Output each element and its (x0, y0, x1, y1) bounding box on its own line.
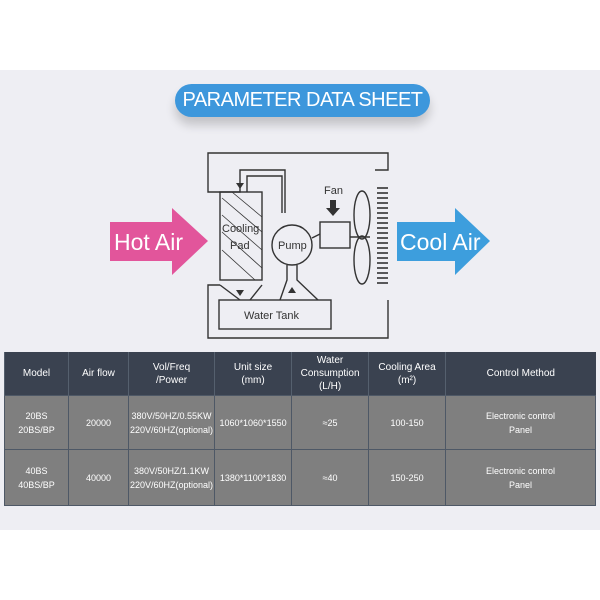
column-header: Control Method (445, 352, 596, 396)
table-cell: 380V/50HZ/0.55KW 220V/60HZ(optional) (127, 395, 216, 450)
cell-text: Electronic control (486, 465, 556, 476)
cooling-pad-label-2: Pad (230, 240, 250, 252)
cooling-pad-label: Cooling (222, 223, 259, 235)
header-text: Cooling Area (378, 361, 436, 373)
flow-arrows (236, 183, 340, 296)
table-row: 20BS 20BS/BP 20000 380V/50HZ/0.55KW 220V/60H… (4, 395, 596, 450)
table-cell: 40BS 40BS/BP (4, 449, 69, 506)
cell-text: 100-150 (390, 417, 424, 428)
cell-text: Panel (509, 479, 533, 490)
header-text: Water (316, 355, 344, 366)
header-text: (mm) (241, 374, 265, 386)
cell-text: 20BS/BP (18, 424, 55, 435)
cell-text: 40BS/BP (18, 479, 55, 490)
header-text: Consumption (300, 368, 360, 379)
cell-text: 220V/60HZ(optional) (130, 479, 214, 490)
table-cell: 20BS 20BS/BP (4, 395, 69, 450)
hot-air-arrow: Hot Air (110, 208, 208, 275)
column-header: Cooling Area(m²) (368, 352, 446, 396)
table-cell: ≈25 (291, 395, 370, 450)
cool-air-arrow: Cool Air (397, 208, 490, 275)
cell-text: 40000 (85, 472, 112, 483)
table-cell: 1060*1060*1550 (214, 395, 293, 450)
table-cell: 1380*1100*1830 (214, 449, 293, 506)
cell-text: ≈40 (322, 472, 338, 483)
header-text: Unit size (233, 361, 273, 373)
cell-text: 380V/50HZ/1.1KW (134, 465, 210, 476)
column-header: Vol/Freq/Power (127, 352, 215, 396)
cell-text: 40BS (25, 465, 48, 476)
water-tank-label: Water Tank (244, 310, 300, 322)
column-header: Model (4, 352, 69, 396)
cell-text: 220V/60HZ(optional) (130, 424, 214, 435)
header-text: /Power (155, 374, 188, 386)
cell-text: 20000 (85, 417, 112, 428)
column-header: Unit size(mm) (214, 352, 292, 396)
table-cell: 150-250 (368, 449, 447, 506)
cool-air-label: Cool Air (400, 229, 481, 255)
pump-label: Pump (278, 240, 307, 252)
table-cell: ≈40 (291, 449, 370, 506)
table-row: 40BS 40BS/BP 40000 380V/50HZ/1.1KW 220V/60HZ… (4, 449, 596, 506)
header-text: (L/H) (318, 381, 342, 392)
cell-text: 20BS (25, 410, 48, 421)
column-header: Air flow (68, 352, 129, 396)
header-text: (m²) (397, 374, 417, 386)
unit-outline (207, 152, 389, 339)
cell-text: 380V/50HZ/0.55KW (131, 410, 212, 421)
table-cell: 380V/50HZ/1.1KW 220V/60HZ(optional) (127, 449, 216, 506)
cell-text: Electronic control (486, 410, 556, 421)
table-cell: 20000 (68, 395, 129, 450)
header-text: Control Method (486, 368, 555, 379)
table-cell: 40000 (68, 449, 129, 506)
cell-text: ≈25 (322, 417, 338, 428)
vent-grille (377, 187, 388, 284)
header-text: Air flow (82, 368, 115, 379)
cell-text: 150-250 (390, 472, 424, 483)
hot-air-label: Hot Air (114, 229, 183, 255)
header-text: Vol/Freq (152, 361, 191, 373)
fan-label: Fan (324, 185, 343, 197)
cell-text: 1060*1060*1550 (219, 417, 287, 428)
page-title: PARAMETER DATA SHEET (175, 84, 430, 117)
header-text: Model (22, 368, 51, 379)
table-cell: 100-150 (368, 395, 447, 450)
cell-text: 1380*1100*1830 (219, 472, 287, 483)
cooler-diagram: Hot Air Cool Air (110, 152, 490, 339)
cell-text: Panel (509, 424, 533, 435)
